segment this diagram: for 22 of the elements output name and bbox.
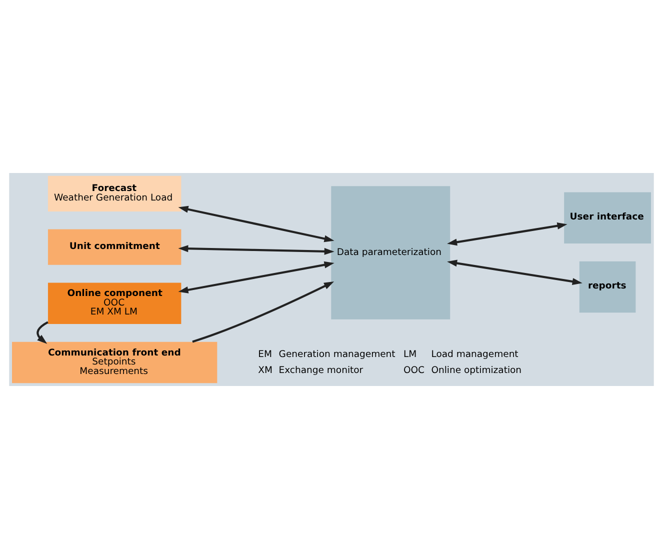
arrow: [36, 321, 48, 344]
arrow: [178, 261, 334, 294]
node-box: Data parameterization: [331, 186, 450, 320]
node-box: Forecast Weather Generation Load: [48, 176, 182, 212]
label: XM: [258, 364, 272, 376]
arrow: [192, 282, 334, 343]
arrow: [178, 245, 334, 255]
label: Load management: [431, 349, 518, 360]
node-box: reports: [579, 261, 636, 313]
arrow: [447, 260, 582, 285]
label: OOC: [403, 364, 424, 376]
label: EM: [258, 349, 272, 360]
node-box: Unit commitment: [48, 229, 182, 265]
label: LM: [403, 349, 417, 360]
label: Online optimization: [431, 364, 522, 376]
arrow: [178, 206, 334, 242]
arrow: [447, 222, 568, 246]
label: Generation management: [278, 349, 396, 360]
label: Exchange monitor: [278, 364, 364, 376]
node-box: User interface: [564, 192, 651, 244]
node-box: Communication front end Setpoints Measurements: [12, 342, 218, 384]
node-box: Online component OOC EM XM LM: [48, 282, 182, 324]
